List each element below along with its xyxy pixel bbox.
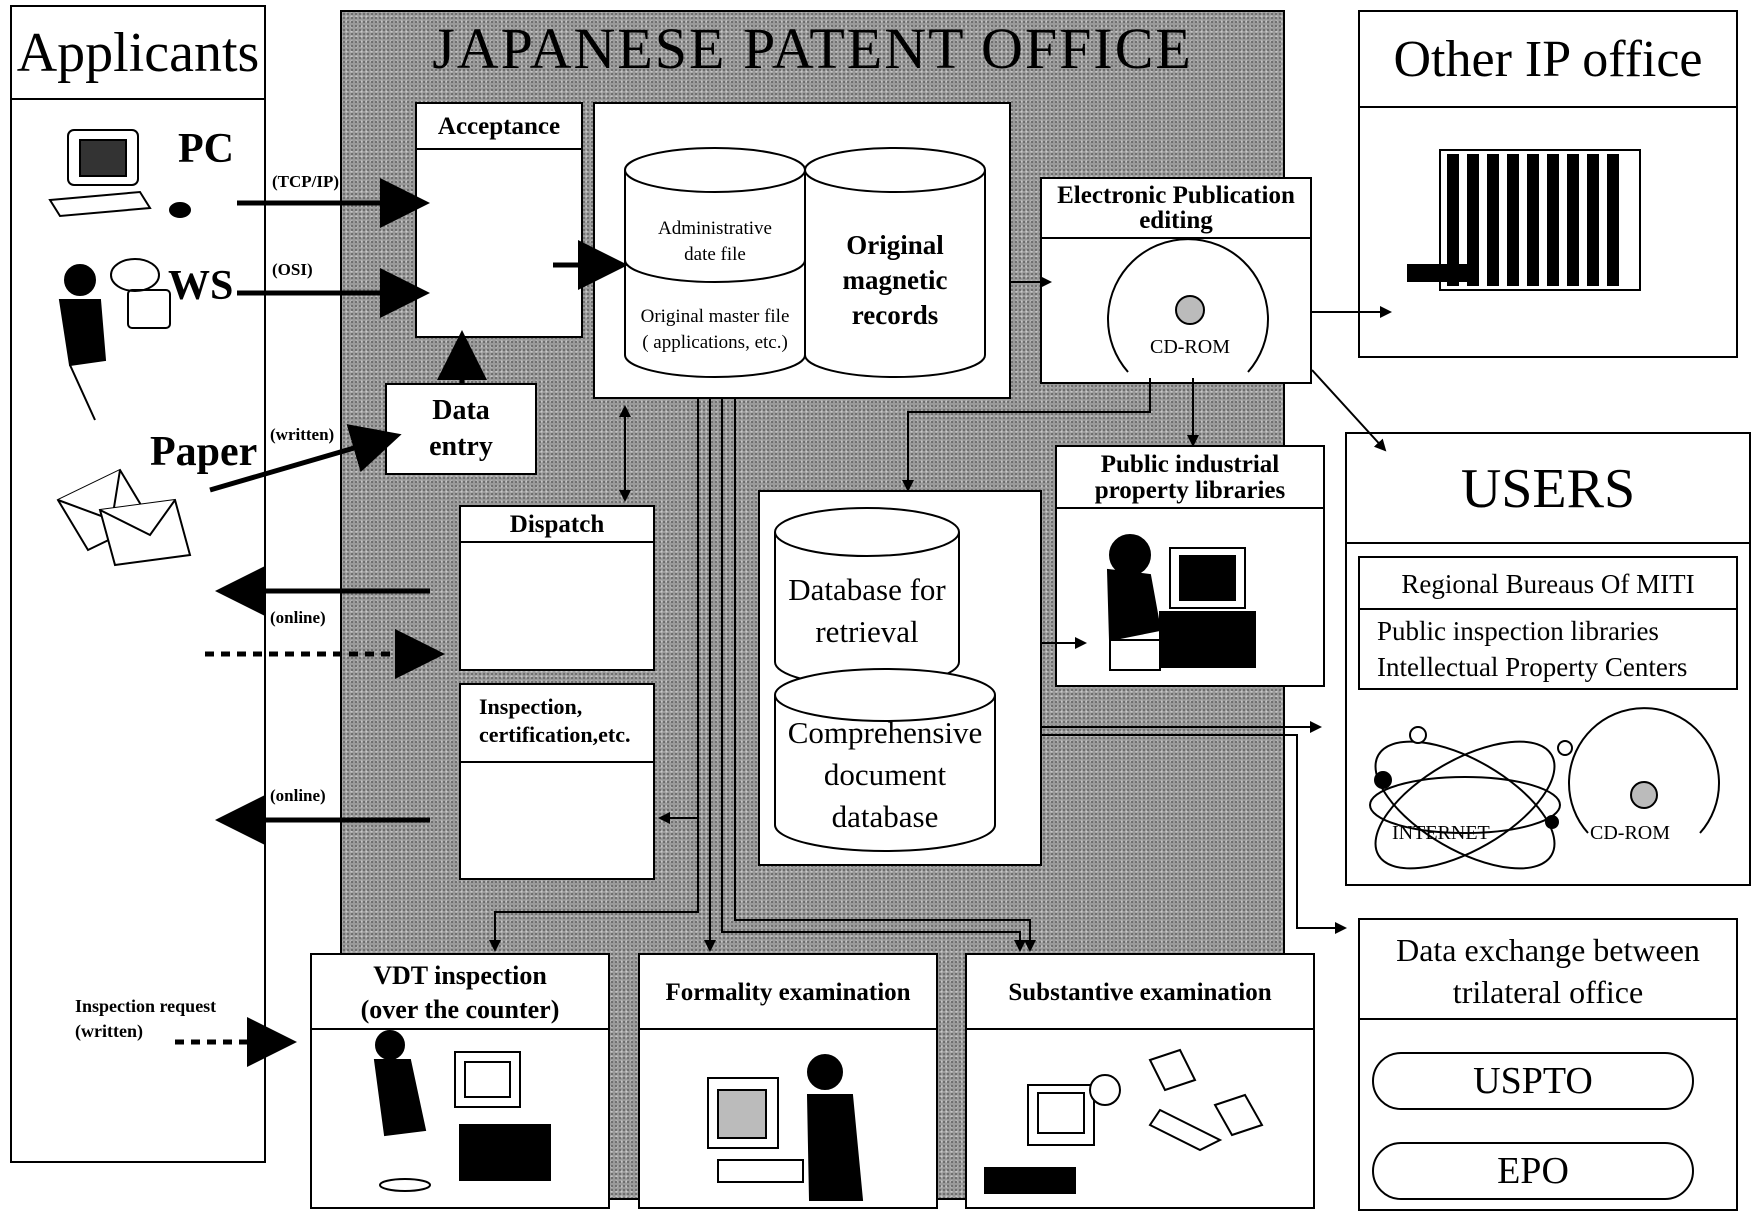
public-libraries-title: Public industrial property libraries — [1057, 447, 1323, 509]
magnetic-records-cylinder — [804, 147, 986, 378]
db-retrieval-line1: Database for — [788, 572, 946, 607]
paper-label: Paper — [150, 429, 258, 475]
ip-centers: Intellectual Property Centers — [1377, 652, 1688, 682]
other-ip-title: Other IP office — [1360, 12, 1736, 108]
inspection-request-line2: (written) — [75, 1021, 143, 1041]
e-publication-title: Electronic Publication editing — [1042, 179, 1310, 239]
pc-icon — [48, 129, 191, 218]
internet-label: INTERNET — [1392, 822, 1490, 844]
e-publication-box: Electronic Publication editing — [1040, 177, 1312, 384]
online-label-1: (online) — [270, 608, 326, 627]
master-file-line2: ( applications, etc.) — [642, 332, 788, 353]
trilateral-title: Data exchange between trilateral office — [1360, 920, 1736, 1020]
written-label: (written) — [270, 425, 335, 444]
input-arrows — [175, 178, 628, 1067]
inspection-title: Inspection, certification,etc. — [461, 685, 653, 763]
tcpip-label: (TCP/IP) — [272, 172, 340, 191]
db-comp-line3: database — [831, 799, 939, 834]
cdrom-disc-icon — [1107, 238, 1269, 373]
users-cdrom-icon — [1568, 707, 1720, 834]
acceptance-title: Acceptance — [417, 104, 581, 150]
applicants-title: Applicants — [12, 7, 264, 100]
substantive-exam-title: Substantive examination — [967, 955, 1313, 1030]
regional-box: Regional Bureaus Of MITI Public inspecti… — [1358, 556, 1738, 690]
public-libraries-line1: Public industrial — [1100, 451, 1280, 478]
data-entry-box: Data entry — [385, 383, 537, 475]
magnetic-line1: Original — [846, 230, 944, 260]
dispatch-title: Dispatch — [461, 507, 653, 543]
comprehensive-db-cylinder — [774, 668, 996, 852]
e-publication-line2: editing — [1139, 207, 1213, 234]
jpo-title: JAPANESE PATENT OFFICE — [432, 16, 1193, 81]
master-file-cylinder — [624, 147, 806, 378]
data-entry-line2: entry — [429, 431, 493, 462]
acceptance-box: Acceptance — [415, 102, 583, 338]
osi-label: (OSI) — [272, 260, 313, 279]
vdt-line2: (over the counter) — [360, 995, 560, 1024]
magnetic-line3: records — [851, 300, 939, 330]
substantive-exam-box: Substantive examination — [965, 953, 1315, 1209]
vdt-inspection-title: VDT inspection (over the counter) — [312, 955, 608, 1030]
formality-examiner-icon — [707, 1054, 864, 1201]
library-workstation-icon — [1106, 534, 1256, 671]
inspection-request-line1: Inspection request — [75, 996, 217, 1016]
users-cdrom-label: CD-ROM — [1590, 822, 1671, 844]
e-publication-line1: Electronic Publication — [1057, 182, 1295, 209]
vdt-clerk-icon — [373, 1030, 551, 1192]
trilateral-line2: trilateral office — [1452, 974, 1644, 1010]
data-entry-line1: Data — [432, 395, 490, 426]
pc-label: PC — [178, 126, 234, 172]
inspection-box: Inspection, certification,etc. — [459, 683, 655, 880]
trilateral-line1: Data exchange between — [1396, 932, 1700, 968]
epub-cdrom-label: CD-ROM — [1149, 336, 1230, 358]
admin-file-line2: date file — [684, 244, 746, 265]
formality-exam-title: Formality examination — [640, 955, 936, 1030]
db-comp-line2: document — [823, 757, 947, 792]
master-file-line1: Original master file — [640, 306, 790, 327]
public-libraries-line2: property libraries — [1094, 477, 1286, 504]
flow-lines — [489, 276, 1392, 952]
regional-title: Regional Bureaus Of MITI — [1360, 558, 1736, 610]
epo-label: EPO — [1372, 1142, 1694, 1200]
ws-label: WS — [168, 263, 234, 309]
substantive-computers-icon — [984, 1048, 1264, 1194]
inspection-line2: certification,etc. — [479, 722, 631, 747]
admin-file-line1: Administrative — [658, 218, 772, 239]
magnetic-line2: magnetic — [842, 265, 948, 295]
users-title: USERS — [1347, 434, 1749, 544]
vdt-line1: VDT inspection — [373, 961, 547, 990]
retrieval-db-cylinder — [774, 507, 960, 687]
inspection-line1: Inspection, — [479, 694, 583, 719]
uspto-label: USPTO — [1372, 1052, 1694, 1110]
ws-person-icon — [58, 258, 171, 421]
paper-envelopes-icon — [56, 468, 192, 567]
db-comp-line1: Comprehensive — [787, 715, 983, 750]
office-building-icon — [1407, 149, 1641, 291]
dispatch-box: Dispatch — [459, 505, 655, 671]
online-label-2: (online) — [270, 786, 326, 805]
internet-globe-icon — [1369, 726, 1573, 870]
db-retrieval-line2: retrieval — [815, 614, 919, 649]
public-inspection-libraries: Public inspection libraries — [1377, 616, 1659, 646]
